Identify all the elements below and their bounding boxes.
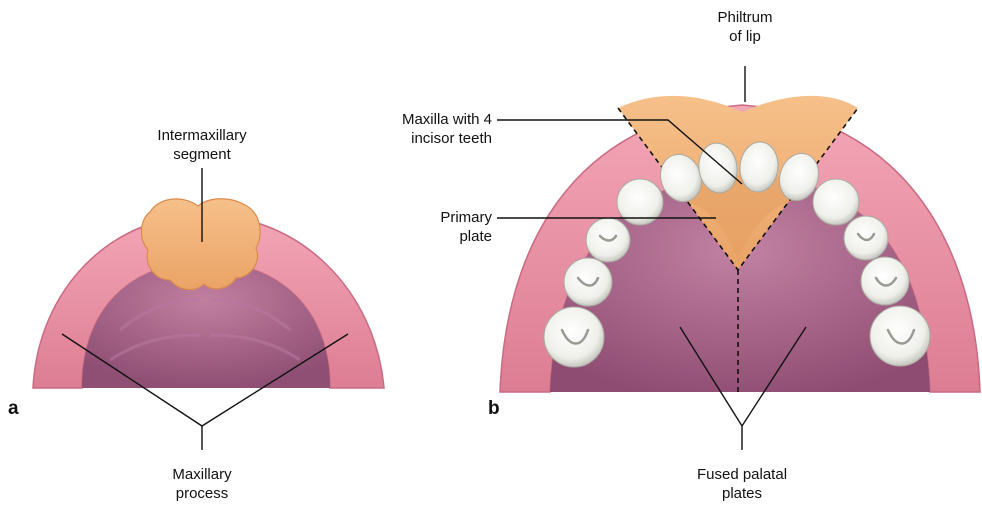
- panel-b-drawing: [497, 66, 980, 450]
- maxilla-label-line-1: Maxilla with 4: [340, 110, 492, 129]
- left-premolar-2: [564, 258, 612, 306]
- right-premolar-1: [844, 216, 888, 260]
- panel-b-letter: b: [488, 398, 500, 420]
- right-molar: [870, 306, 930, 366]
- philtrum-label-line-1: Philtrum: [685, 8, 805, 27]
- primary-plate-label: Primary plate: [380, 208, 492, 246]
- fused-label-line-1: Fused palatal: [662, 465, 822, 484]
- primary-plate-label-line-2: plate: [380, 227, 492, 246]
- fused-label-line-2: plates: [662, 484, 822, 503]
- maxillary-process-label: Maxillary process: [132, 465, 272, 503]
- maxilla-label: Maxilla with 4 incisor teeth: [340, 110, 492, 148]
- primary-plate-label-line-1: Primary: [380, 208, 492, 227]
- maxillary-label-line-1: Maxillary: [132, 465, 272, 484]
- panel-a-drawing: [33, 168, 384, 450]
- intermaxillary-label-line-1: Intermaxillary: [132, 126, 272, 145]
- right-canine: [813, 179, 859, 225]
- maxilla-label-line-2: incisor teeth: [340, 129, 492, 148]
- intermaxillary-label-line-2: segment: [132, 145, 272, 164]
- philtrum-label: Philtrum of lip: [685, 8, 805, 46]
- intermaxillary-segment-shape: [141, 199, 260, 290]
- philtrum-label-line-2: of lip: [685, 27, 805, 46]
- maxillary-label-line-2: process: [132, 484, 272, 503]
- intermaxillary-segment-label: Intermaxillary segment: [132, 126, 272, 164]
- right-premolar-2: [861, 257, 909, 305]
- left-molar: [544, 307, 604, 367]
- panel-a-letter: a: [8, 398, 19, 420]
- fused-palatal-plates-label: Fused palatal plates: [662, 465, 822, 503]
